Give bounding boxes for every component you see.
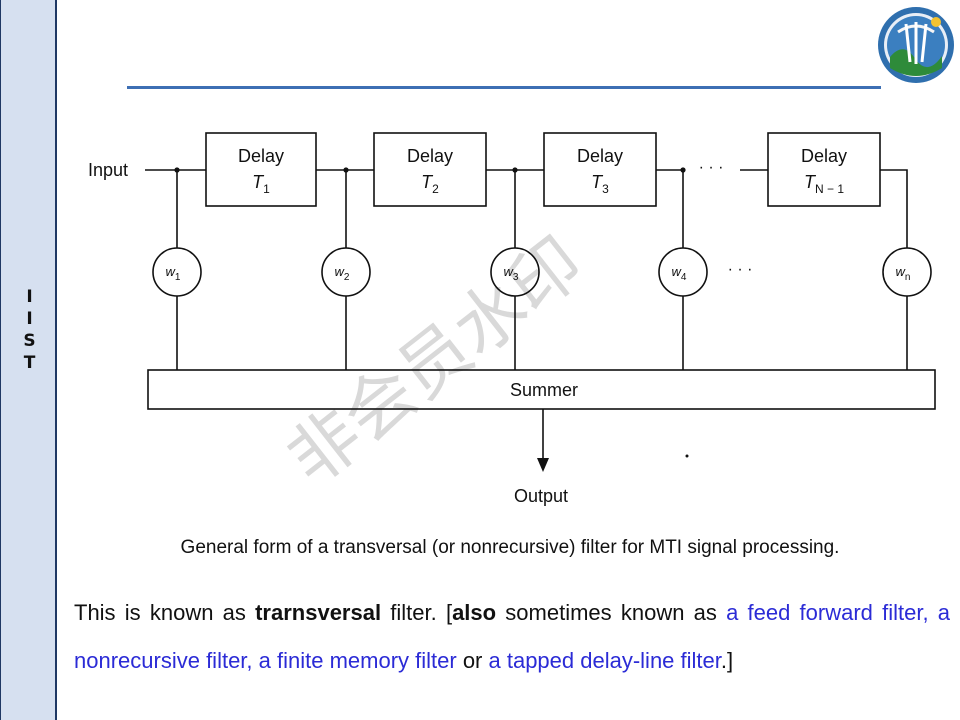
term-transversal: trarnsversal — [255, 600, 382, 625]
weight-symbol: w — [504, 264, 515, 279]
svg-text:T1: T1 — [252, 172, 270, 196]
watermark: 非会员水印 — [272, 221, 598, 501]
body-text: filter. [ — [381, 600, 453, 625]
sidebar-letters: I I S T — [1, 286, 58, 374]
sidebar-letter: I — [26, 309, 33, 329]
sidebar-letter: I — [26, 287, 33, 307]
weight-subscript: 4 — [681, 272, 687, 283]
svg-text:T2: T2 — [421, 172, 439, 196]
alt-names: a feed forward filter, a nonrecursive fi… — [74, 600, 951, 673]
delay-subscript: 3 — [602, 182, 609, 196]
input-label: Input — [88, 160, 128, 180]
weight-subscript: 3 — [513, 272, 519, 283]
weight-subscript: n — [905, 272, 911, 283]
title-rule — [127, 86, 881, 89]
delay-symbol: T — [421, 172, 434, 192]
delay-symbol: T — [804, 172, 817, 192]
delay-label: Delay — [577, 146, 623, 166]
svg-text:wn: wn — [896, 264, 911, 283]
institute-logo — [878, 7, 954, 83]
delay-symbol: T — [591, 172, 604, 192]
svg-text:w4: w4 — [672, 264, 687, 283]
summer-label: Summer — [510, 380, 578, 400]
weight-symbol: w — [896, 264, 907, 279]
output-label: Output — [514, 486, 568, 506]
delay-subscript: 2 — [432, 182, 439, 196]
delay-label: Delay — [801, 146, 847, 166]
ellipsis: · · · — [699, 159, 724, 176]
delay-symbol: T — [252, 172, 265, 192]
svg-text:T3: T3 — [591, 172, 609, 196]
svg-text:w3: w3 — [504, 264, 519, 283]
weight-subscript: 2 — [344, 272, 350, 283]
body-text: or — [456, 648, 489, 673]
body-paragraph: This is known as trarnsversal filter. [a… — [74, 589, 950, 685]
sidebar-letter: T — [23, 353, 36, 373]
body-text: .] — [720, 648, 734, 673]
delay-subscript: N − 1 — [815, 182, 844, 196]
figure-caption: General form of a transversal (or nonrec… — [180, 537, 840, 558]
weight-subscript: 1 — [175, 272, 181, 283]
svg-text:TN − 1: TN − 1 — [804, 172, 844, 196]
body-text: This is known as — [74, 600, 256, 625]
weight-symbol: w — [672, 264, 683, 279]
delay-label: Delay — [238, 146, 284, 166]
alt-name-tapped: a tapped delay-line filter — [488, 648, 721, 673]
svg-text:w1: w1 — [166, 264, 181, 283]
term-also: also — [452, 600, 497, 625]
weight-symbol: w — [335, 264, 346, 279]
weight-symbol: w — [166, 264, 177, 279]
body-text: sometimes known as — [496, 600, 727, 625]
sidebar: I I S T — [0, 0, 57, 720]
delay-label: Delay — [407, 146, 453, 166]
sidebar-letter: S — [23, 331, 36, 351]
ellipsis: · · · — [728, 261, 753, 278]
delay-subscript: 1 — [263, 182, 270, 196]
transversal-filter-diagram: 非会员水印 — [88, 132, 936, 506]
svg-text:w2: w2 — [335, 264, 350, 283]
